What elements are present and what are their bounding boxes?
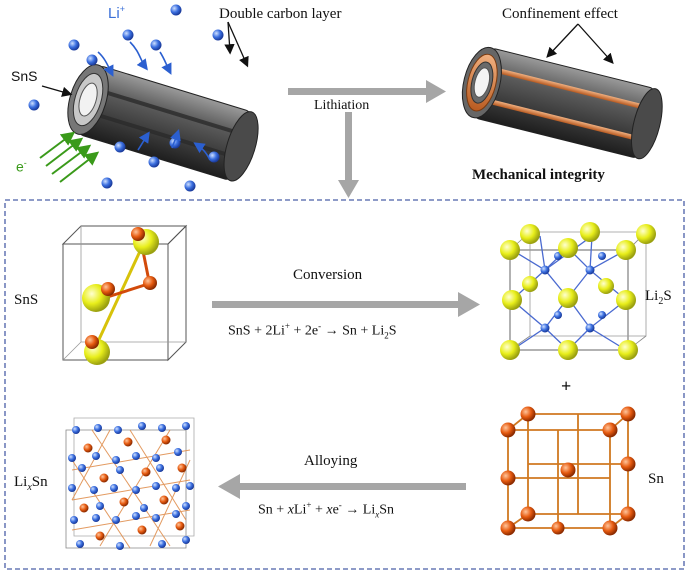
conversion-label: Conversion <box>293 267 363 283</box>
conversion-arrow <box>212 292 480 317</box>
sns-crystal-structure <box>61 224 188 365</box>
lithiation-label: Lithiation <box>314 98 370 113</box>
lixsn-crystal-structure <box>65 417 195 550</box>
li-ion-label: Li+ <box>108 4 125 22</box>
conversion-equation: SnS + 2Li+ + 2e- → Sn + Li2S <box>228 321 397 341</box>
sns-crystal-label: SnS <box>14 292 39 308</box>
lixsn-label: LixSn <box>14 474 48 493</box>
mechanical-integrity-label: Mechanical integrity <box>472 167 605 183</box>
li2s-label: Li2S <box>645 288 672 307</box>
sns-tube-label: SnS <box>11 68 38 84</box>
lithiated-nanotube-illustration <box>461 23 663 160</box>
double-carbon-layer-label: Double carbon layer <box>219 6 342 22</box>
lithiation-arrows <box>288 80 446 198</box>
reaction-panel-border <box>4 199 685 570</box>
sns-carbon-nanotube-illustration <box>28 4 259 192</box>
confinement-effect-label: Confinement effect <box>502 6 618 22</box>
alloying-arrow <box>218 474 466 499</box>
electron-label: e- <box>16 158 27 175</box>
alloying-equation: Sn + xLi+ + xe- → LixSn <box>258 500 395 520</box>
alloying-label: Alloying <box>304 453 358 469</box>
sn-label: Sn <box>648 471 664 487</box>
li2s-crystal-structure <box>500 222 656 360</box>
plus-sign: + <box>561 376 572 396</box>
sn-crystal-structure <box>500 406 636 536</box>
